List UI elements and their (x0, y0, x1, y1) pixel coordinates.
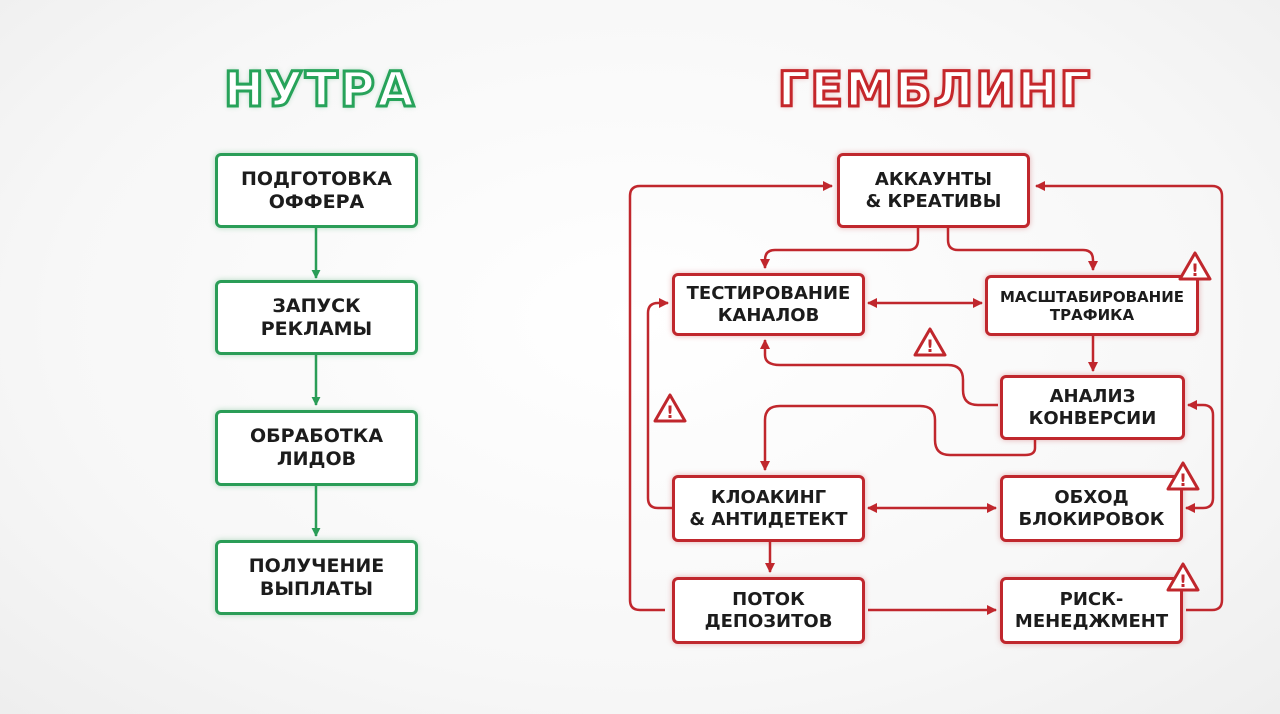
nutra-step-label: ОФФЕРА (268, 190, 365, 213)
nutra-step-offer: ПОДГОТОВКА ОФФЕРА (215, 153, 418, 228)
warning-mark: ! (1191, 261, 1199, 281)
nutra-step-payout: ПОЛУЧЕНИЕ ВЫПЛАТЫ (215, 540, 418, 615)
arrow-risk-to-accounts (1035, 181, 1224, 612)
nutra-step-label: ПОЛУЧЕНИЕ (248, 554, 385, 577)
warning-triangle-icon: ! (653, 393, 687, 423)
gambling-node-label: ТЕСТИРОВАНИЕ (686, 282, 851, 304)
gambling-node-cloaking: КЛОАКИНГ & АНТИДЕТЕКТ (672, 475, 865, 542)
gambling-node-label: КЛОАКИНГ (710, 486, 827, 508)
title-nutra: НУТРА (222, 61, 417, 120)
arrow-loop-to-accounts (628, 181, 833, 612)
warning-triangle-icon: ! (1166, 461, 1200, 491)
gambling-node-label: МЕНЕДЖМЕНТ (1014, 610, 1169, 632)
warning-triangle-icon: ! (913, 327, 947, 357)
arrow-cloaking-to-testing (646, 298, 672, 510)
nutra-step-label: РЕКЛАМЫ (260, 317, 373, 340)
arrow-bypass-analysis (1185, 400, 1215, 513)
nutra-step-label: ЗАПУСК (272, 294, 361, 317)
gambling-node-label: & АНТИДЕТЕКТ (689, 508, 848, 530)
arrow-analysis-to-testing (760, 339, 998, 407)
gambling-node-label: АККАУНТЫ (874, 168, 993, 190)
warning-triangle-icon: ! (1166, 562, 1200, 592)
gambling-node-label: ДЕПОЗИТОВ (704, 610, 833, 632)
gambling-arrows (628, 181, 1224, 615)
nutra-step-leads: ОБРАБОТКА ЛИДОВ (215, 410, 418, 486)
gambling-node-label: ПОТОК (732, 588, 805, 610)
gambling-node-bypass: ОБХОД БЛОКИРОВОК (1000, 475, 1183, 542)
gambling-node-label: БЛОКИРОВОК (1018, 508, 1165, 530)
gambling-node-scaling: МАСШТАБИРОВАНИЕ ТРАФИКА (985, 275, 1199, 336)
gambling-node-label: АНАЛИЗ (1049, 385, 1136, 407)
nutra-step-label: ПОДГОТОВКА (240, 167, 393, 190)
gambling-node-label: ТРАФИКА (1049, 305, 1135, 324)
gambling-node-analysis: АНАЛИЗ КОНВЕРСИИ (1000, 375, 1185, 440)
gambling-node-label: & КРЕАТИВЫ (865, 190, 1002, 212)
arrow-analysis-to-cloaking (760, 404, 1037, 471)
gambling-node-label: КАНАЛОВ (717, 304, 820, 326)
gambling-node-accounts: АККАУНТЫ & КРЕАТИВЫ (837, 153, 1030, 228)
gambling-node-label: КОНВЕРСИИ (1028, 407, 1157, 429)
nutra-step-label: ЛИДОВ (276, 448, 357, 470)
gambling-node-label: РИСК- (1059, 588, 1124, 610)
arrow-accounts-to-testing (760, 228, 920, 269)
gambling-node-deposits: ПОТОК ДЕПОЗИТОВ (672, 577, 865, 644)
gambling-node-testing: ТЕСТИРОВАНИЕ КАНАЛОВ (672, 273, 865, 336)
warning-mark: ! (926, 337, 934, 357)
gambling-node-risk: РИСК- МЕНЕДЖМЕНТ (1000, 577, 1183, 644)
gambling-node-label: ОБХОД (1054, 486, 1129, 508)
warning-mark: ! (666, 403, 674, 423)
arrow-accounts-to-scaling (946, 228, 1098, 271)
warning-mark: ! (1179, 471, 1187, 491)
nutra-step-label: ВЫПЛАТЫ (259, 577, 374, 600)
warning-triangle-icon: ! (1178, 251, 1212, 281)
title-gambling: ГЕМБЛИНГ (776, 61, 1093, 120)
warning-mark: ! (1179, 572, 1187, 592)
nutra-step-ads: ЗАПУСК РЕКЛАМЫ (215, 280, 418, 355)
gambling-node-label: МАСШТАБИРОВАНИЕ (999, 287, 1185, 306)
nutra-step-label: ОБРАБОТКА (249, 425, 384, 448)
